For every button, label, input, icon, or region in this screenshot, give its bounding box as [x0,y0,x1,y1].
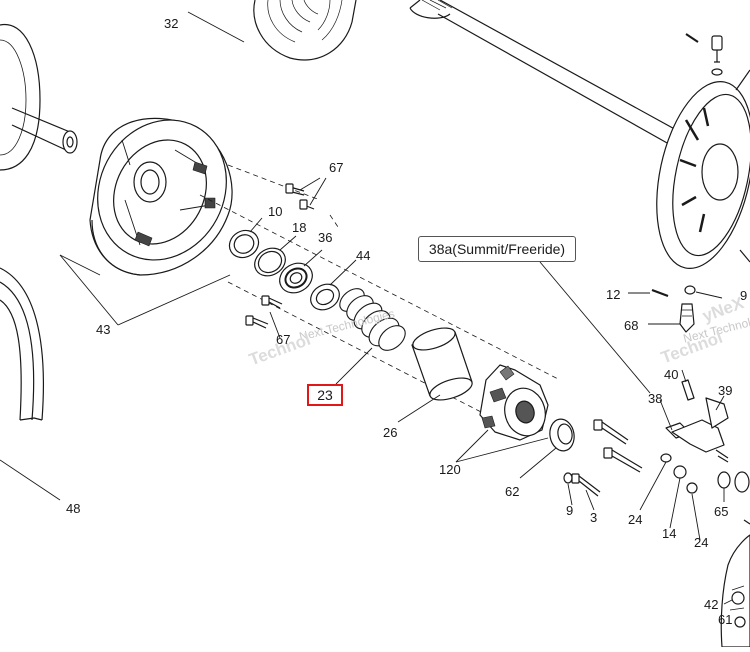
part-44-bushing [310,283,340,311]
part-9-washer [684,285,696,295]
part-label-44[interactable]: 44 [356,248,371,263]
driven-shaft [409,0,681,149]
small-pin-parts [685,33,723,76]
part-43-sheave [89,117,233,276]
part-48-belt [0,267,44,421]
assembly-axis-lines [199,164,561,433]
part-label-26[interactable]: 26 [383,425,398,440]
part-23-spring [339,288,406,351]
part-label-18[interactable]: 18 [292,220,307,235]
part-label-39[interactable]: 39 [718,383,733,398]
part-label-48[interactable]: 48 [66,501,81,516]
part-label-12[interactable]: 12 [606,287,621,302]
part-label-67-lower[interactable]: 67 [276,332,291,347]
driven-pulley [656,69,750,269]
part-120-spider [479,364,549,441]
part-label-32[interactable]: 32 [164,16,179,31]
part-26-sleeve [411,327,473,401]
part-32-drum [253,0,357,61]
lower-right-parts [720,519,750,648]
part-label-10[interactable]: 10 [268,204,283,219]
arm-assembly [660,369,750,494]
part-3-bolt [563,419,643,497]
part-67-lower-bolts [245,295,283,329]
part-label-38[interactable]: 38 [648,391,663,406]
left-shaft [0,24,78,171]
part-label-36[interactable]: 36 [318,230,333,245]
leader-32 [187,11,245,43]
part-label-67-upper[interactable]: 67 [329,160,344,175]
leader-43 [59,254,119,326]
part-label-9-upper[interactable]: 9 [740,288,748,303]
part-67-bolts [285,183,315,210]
part-label-61[interactable]: 61 [718,612,733,627]
part-label-14[interactable]: 14 [662,526,677,541]
part-label-62[interactable]: 62 [505,484,520,499]
part-12-pin [651,288,669,298]
part-68-screw [679,303,695,333]
callout-38a-box[interactable]: 38a(Summit/Freeride) [418,236,576,262]
part-label-40[interactable]: 40 [664,367,679,382]
part-label-24-right[interactable]: 24 [694,535,709,550]
part-label-3[interactable]: 3 [590,510,598,525]
part-label-120[interactable]: 120 [439,462,461,477]
part-label-24-left[interactable]: 24 [628,512,643,527]
highlighted-part-23[interactable]: 23 [307,384,343,406]
part-label-9-lower[interactable]: 9 [566,503,574,518]
part-label-43[interactable]: 43 [96,322,111,337]
part-label-68[interactable]: 68 [624,318,639,333]
part-label-42[interactable]: 42 [704,597,719,612]
part-label-65[interactable]: 65 [714,504,729,519]
